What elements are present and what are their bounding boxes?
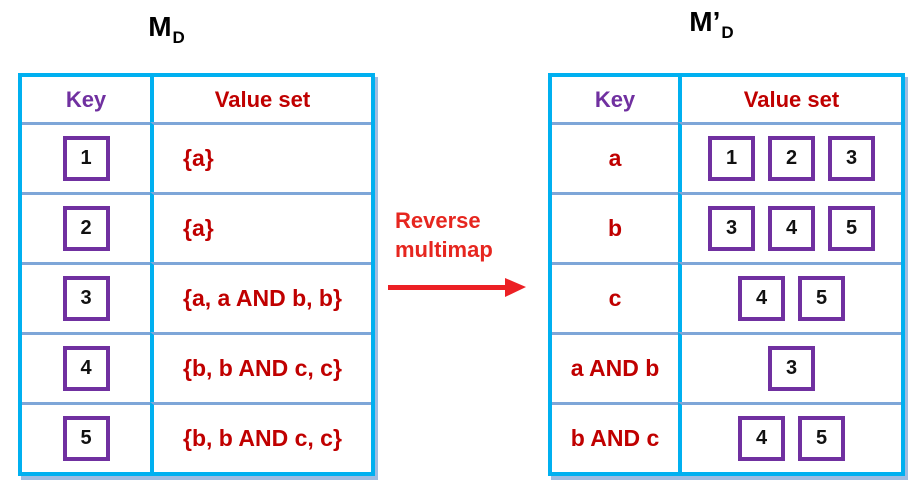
left-key-cell: 3 [22,262,150,332]
left-key-cell: 5 [22,402,150,472]
key-number: 1 [80,147,92,169]
value-number: 5 [815,287,828,309]
key-text: a AND b [570,355,660,381]
left-key-cell: 1 [22,122,150,192]
value-box: 4 [738,416,785,461]
left-column-header-value-set: Value set [150,77,371,122]
left-table-title-base: M [148,11,172,42]
value-set-text: {a} [183,215,214,241]
right-key-cell: b [552,192,678,262]
value-number: 3 [785,357,798,379]
value-box: 5 [798,276,845,321]
value-number: 3 [725,217,738,239]
right-value-cell: 4 5 [678,402,901,472]
value-number: 3 [845,147,858,169]
right-key-cell: a AND b [552,332,678,402]
left-value-cell: {a} [150,192,371,262]
key-number: 4 [80,357,92,379]
right-column-header-key: Key [594,86,636,112]
value-box: 4 [738,276,785,321]
right-table: Key Value set a 1 2 3 b 3 4 5 c 4 5 a AN… [548,73,905,476]
left-value-cell: {a, a AND b, b} [150,262,371,332]
value-box: 4 [768,206,815,251]
key-box: 4 [62,346,110,391]
value-number: 2 [785,147,798,169]
reverse-multimap-arrow [388,278,528,297]
value-set-text: {a} [183,145,214,171]
right-key-cell: c [552,262,678,332]
value-set-text: {b, b AND c, c} [183,425,342,451]
value-number: 1 [725,147,738,169]
arrow-head-icon [505,278,526,297]
value-number: 5 [815,427,828,449]
key-text: b [607,215,623,241]
key-text: b AND c [570,425,660,451]
value-box: 3 [768,346,815,391]
left-value-cell: {b, b AND c, c} [150,332,371,402]
right-value-cell: 3 [678,332,901,402]
left-table-title-subscript: D [172,28,185,47]
value-box: 2 [768,136,815,181]
key-box: 5 [62,416,110,461]
reverse-multimap-label-line2: multimap [395,237,493,262]
key-text: c [608,285,622,311]
left-column-header-key: Key [65,86,107,112]
right-value-cell: 3 4 5 [678,192,901,262]
key-number: 2 [80,217,92,239]
reverse-multimap-label-line1: Reverse [395,208,481,233]
left-key-cell: 4 [22,332,150,402]
left-table: Key Value set 1 {a} 2 {a} 3 {a, a AND b,… [18,73,375,476]
value-number: 4 [755,427,768,449]
key-text: a [608,145,622,171]
right-column-header-value-set: Value set [678,77,901,122]
value-number: 4 [755,287,768,309]
right-key-cell: b AND c [552,402,678,472]
value-number: 5 [845,217,858,239]
left-value-cell: {a} [150,122,371,192]
value-box: 5 [798,416,845,461]
value-set-text: {b, b AND c, c} [183,355,342,381]
right-table-title-base: M’ [689,6,721,37]
reverse-multimap-label: Reverse multimap [395,206,493,264]
right-table-title: M’D [605,6,817,42]
key-number: 3 [80,287,92,309]
value-set-text: {a, a AND b, b} [183,285,342,311]
left-key-cell: 2 [22,192,150,262]
right-table-title-subscript: D [721,23,734,42]
key-number: 5 [80,427,92,449]
value-box: 3 [828,136,875,181]
key-box: 3 [62,276,110,321]
value-box: 1 [708,136,755,181]
left-table-title: MD [60,11,272,47]
arrow-shaft [388,285,506,290]
left-value-cell: {b, b AND c, c} [150,402,371,472]
key-box: 1 [62,136,110,181]
right-key-cell: a [552,122,678,192]
right-value-cell: 1 2 3 [678,122,901,192]
value-box: 5 [828,206,875,251]
key-box: 2 [62,206,110,251]
right-value-cell: 4 5 [678,262,901,332]
value-number: 4 [785,217,798,239]
value-box: 3 [708,206,755,251]
